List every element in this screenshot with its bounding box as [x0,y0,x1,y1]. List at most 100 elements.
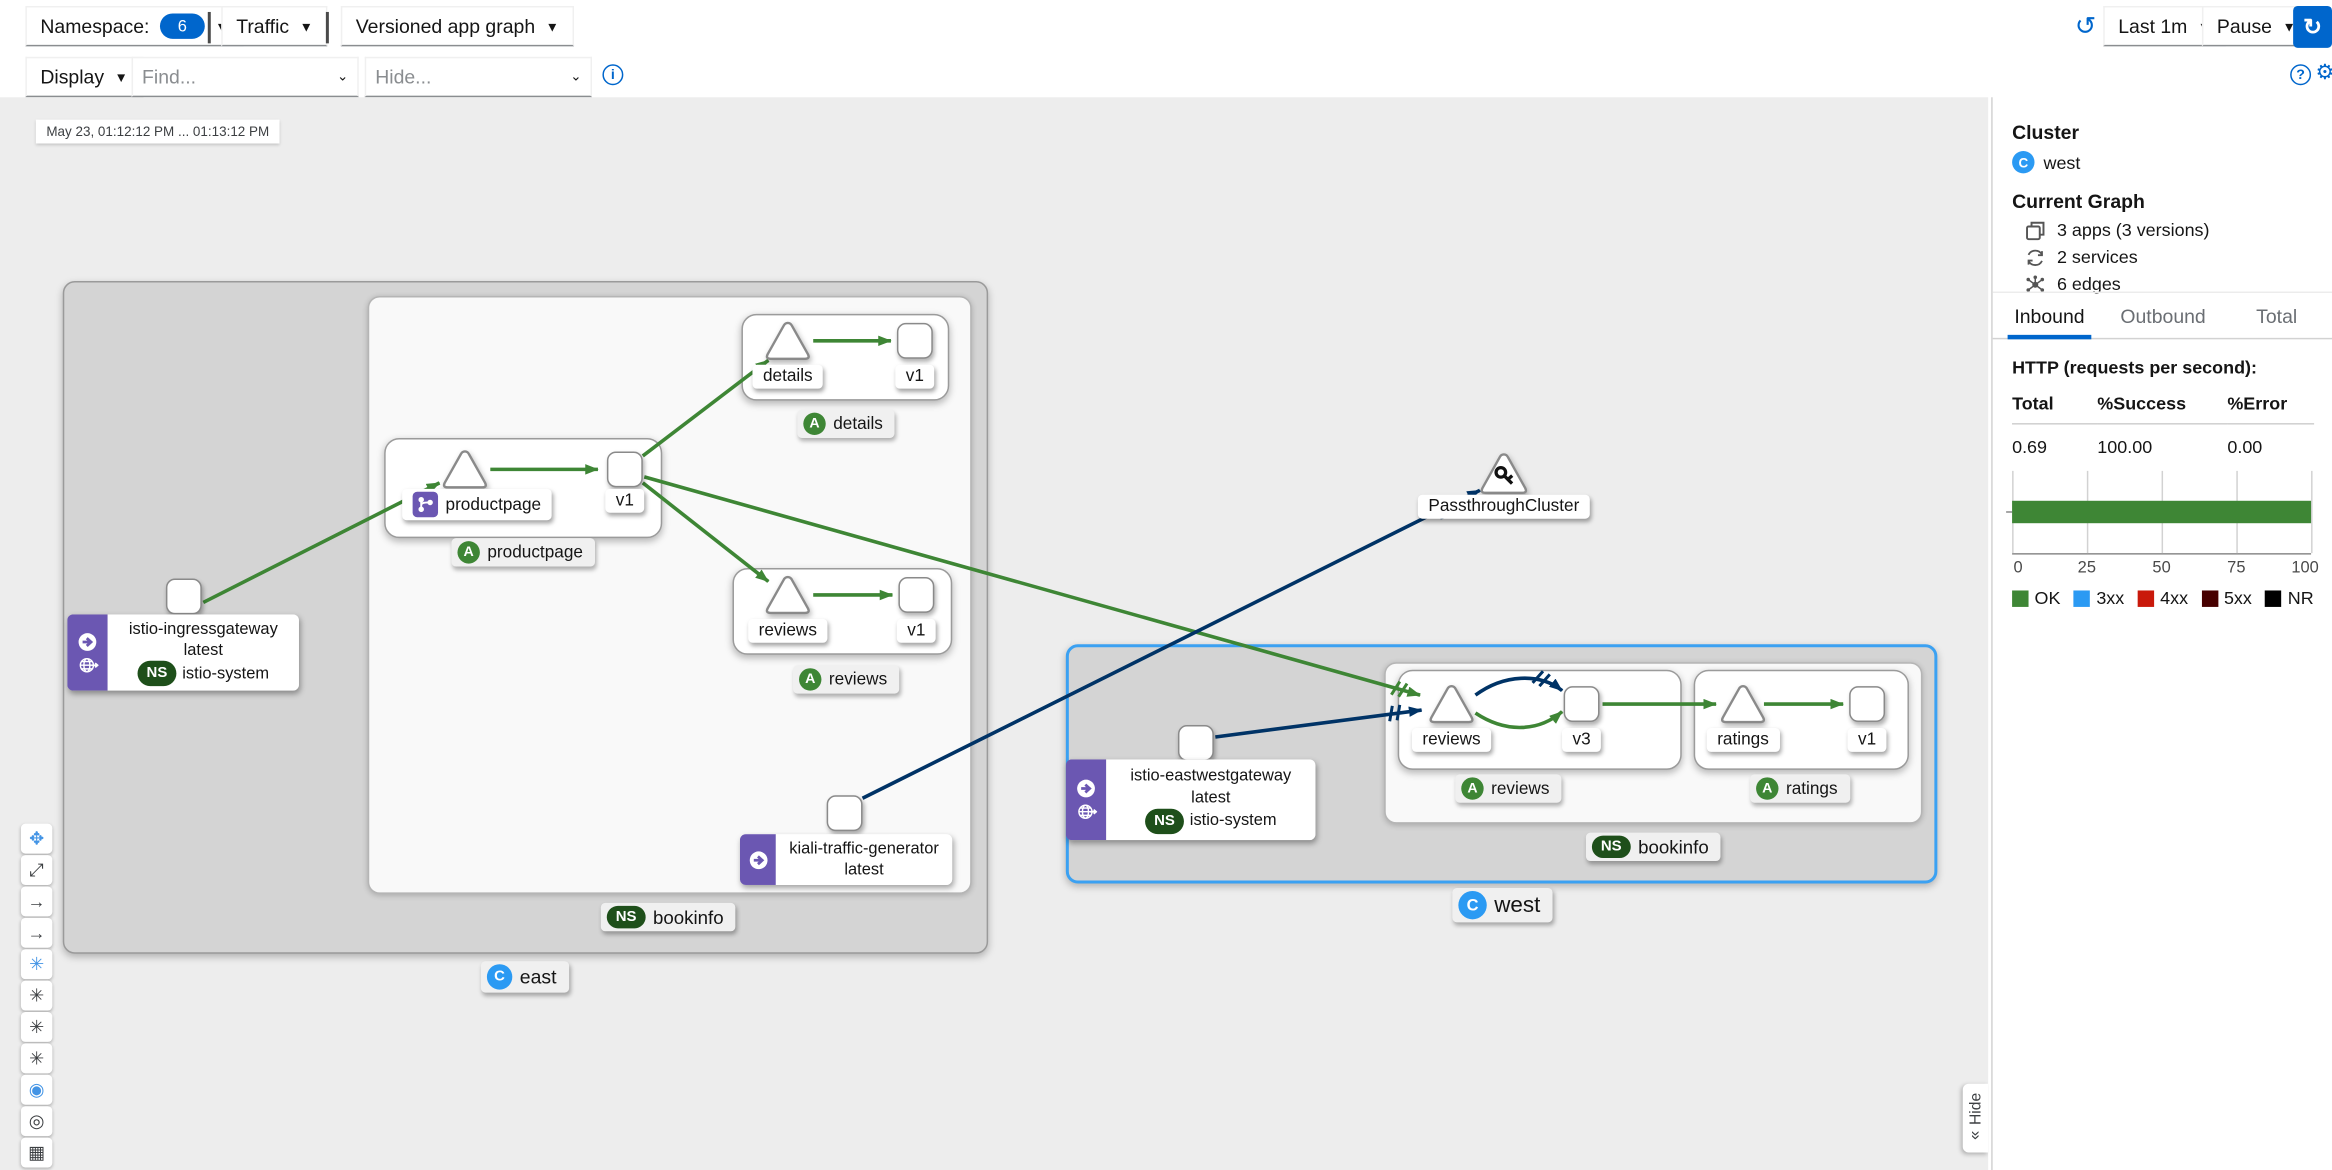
hide-panel-button[interactable]: Hide » [1962,1083,1989,1153]
node-label-reviews-east[interactable]: reviews [748,618,828,643]
node-label-productpage-v1[interactable]: v1 [605,488,645,513]
total-value: 0.69 [2012,436,2048,458]
ok-swatch [2012,589,2029,607]
layout-alt1-icon[interactable]: ✳ [20,980,53,1011]
chevron-down-icon: ▼ [545,18,559,34]
chart-legend: OK 3xx 4xx 5xx NR [2012,587,2314,608]
replay-history-icon[interactable]: ↺ [2074,11,2097,41]
graph-side-toolbar: ✥ ⤢ → → ✳ ✳ ✳ ✳ ◉ ◎ ▦ [20,823,53,1168]
chevron-down-icon: ▼ [299,18,313,34]
layout-alt2-icon[interactable]: ✳ [20,1012,53,1042]
app-badge-reviews-east[interactable]: A reviews [793,665,900,694]
label-istio-eastwestgateway[interactable]: istio-eastwestgateway latest NS istio-sy… [1065,759,1316,841]
node-label-reviews-west[interactable]: reviews [1411,728,1492,752]
chevron-down-icon[interactable]: ⌄ [570,68,582,84]
gateway-badge-strip [1065,759,1107,841]
drag-pan-icon[interactable]: ✥ [20,823,53,854]
workload-node-reviews-west-v3[interactable] [1563,686,1600,723]
service-entry-node-passthrough[interactable] [1477,450,1531,498]
display-dropdown[interactable]: Display ▼ [25,56,143,98]
cluster-heading: Cluster [2012,121,2080,144]
edges-icon [2026,274,2045,292]
workload-node-traffic-generator[interactable] [826,795,863,832]
app-badge-productpage[interactable]: A productpage [451,538,595,567]
workload-node-productpage-v1[interactable] [606,451,643,488]
workload-node-ratings-v1[interactable] [1849,686,1886,723]
tab-total[interactable]: Total [2256,304,2298,327]
col-total: Total [2012,387,2098,425]
service-node-reviews-east[interactable] [762,573,813,618]
graph-settings-icon[interactable]: ⚙ [2316,60,2332,85]
service-node-details[interactable] [762,318,813,363]
edge-arrow-alt-icon[interactable]: → [20,917,53,948]
namespace-label-bookinfo-east[interactable]: NS bookinfo [600,902,736,932]
node-label-details-v1[interactable]: v1 [895,364,935,389]
service-node-reviews-west[interactable] [1426,682,1477,727]
tab-inbound[interactable]: Inbound [1993,293,2107,340]
namespace-icon: NS [606,905,646,929]
cluster-label-west[interactable]: C west [1452,887,1553,923]
service-node-productpage[interactable] [439,447,490,492]
node-label-passthroughcluster[interactable]: PassthroughCluster [1417,494,1590,519]
traffic-tabs: Inbound Outbound Total [1992,291,2332,340]
nr-swatch [2265,589,2282,607]
legend-ok: OK [2012,587,2060,608]
find-field: ⌄ [131,56,359,98]
node-label-reviews-east-v1[interactable]: v1 [896,618,936,643]
app-badge-ratings[interactable]: A ratings [1750,774,1850,803]
ok-bar [2012,500,2312,524]
virtual-service-icon [412,491,439,518]
workload-node-eastwestgateway[interactable] [1177,725,1214,761]
node-label-details[interactable]: details [752,364,824,389]
graph-type-dropdown[interactable]: Versioned app graph ▼ [340,5,574,47]
app-icon: A [803,412,826,436]
stat-edges: 6 edges [2026,274,2210,294]
gateway-icon [1077,804,1097,819]
hide-input[interactable] [375,65,571,89]
cluster-name-row[interactable]: C west [2012,150,2080,174]
node-label-ratings-v1[interactable]: v1 [1847,728,1887,752]
namespace-boxes-active-icon[interactable]: ◉ [20,1074,53,1105]
refresh-interval-dropdown[interactable]: Pause ▼ [2201,5,2311,47]
workload-node-reviews-east-v1[interactable] [898,577,935,613]
workload-node-ingressgateway[interactable] [165,578,202,615]
y-axis-tick [2006,511,2013,514]
pause-label: Pause [2216,14,2273,38]
refresh-button[interactable]: ↻ [2293,5,2332,48]
summary-side-panel: Cluster C west Current Graph 3 apps (3 v… [1991,97,2332,1170]
traffic-source-icon [78,632,97,651]
app-badge-reviews-west[interactable]: A reviews [1455,774,1562,803]
chevron-down-icon: ▼ [114,69,128,85]
error-value: 0.00 [2227,436,2263,458]
graph-canvas[interactable]: May 23, 01:12:12 PM ... 01:13:12 PM [0,97,1989,1170]
legend-5xx: 5xx [2201,587,2252,608]
node-label-productpage[interactable]: productpage [402,488,552,521]
services-icon [2027,249,2043,266]
gateway-badge-strip [739,834,776,885]
layout-alt3-icon[interactable]: ✳ [20,1043,53,1074]
label-kiali-traffic-generator[interactable]: kiali-traffic-generator latest [739,834,953,885]
namespace-label-bookinfo-west[interactable]: NS bookinfo [1585,832,1721,862]
cluster-label-east[interactable]: C east [480,961,569,993]
app-badge-details[interactable]: A details [797,409,895,438]
namespace-dropdown[interactable]: Namespace: 6 ▼ [25,5,244,47]
node-label-reviews-west-v3[interactable]: v3 [1562,728,1602,752]
chevron-down-icon[interactable]: ⌄ [337,68,349,84]
find-input[interactable] [142,65,338,89]
label-istio-ingressgateway[interactable]: istio-ingressgateway latest NS istio-sys… [67,614,299,691]
workload-node-details-v1[interactable] [896,322,933,359]
namespace-boxes-icon[interactable]: ◎ [20,1106,53,1137]
node-label-ratings[interactable]: ratings [1706,728,1780,752]
minimap-icon[interactable]: ▦ [20,1137,53,1168]
service-node-ratings[interactable] [1718,682,1769,727]
edge-arrow-icon[interactable]: → [20,886,53,917]
tab-outbound[interactable]: Outbound [2120,304,2206,327]
traffic-dropdown[interactable]: Traffic ▼ [221,5,328,47]
toolbar-row-primary: Namespace: 6 ▼ Traffic ▼ Versioned app g… [0,0,2332,54]
help-icon[interactable]: ? [2290,64,2312,86]
gateway-badge-strip [67,614,108,691]
layout-default-icon[interactable]: ✳ [20,949,53,980]
zoom-to-fit-icon[interactable]: ⤢ [20,855,53,885]
stat-services: 2 services [2026,247,2210,268]
find-hide-info-icon[interactable]: i [602,64,624,86]
